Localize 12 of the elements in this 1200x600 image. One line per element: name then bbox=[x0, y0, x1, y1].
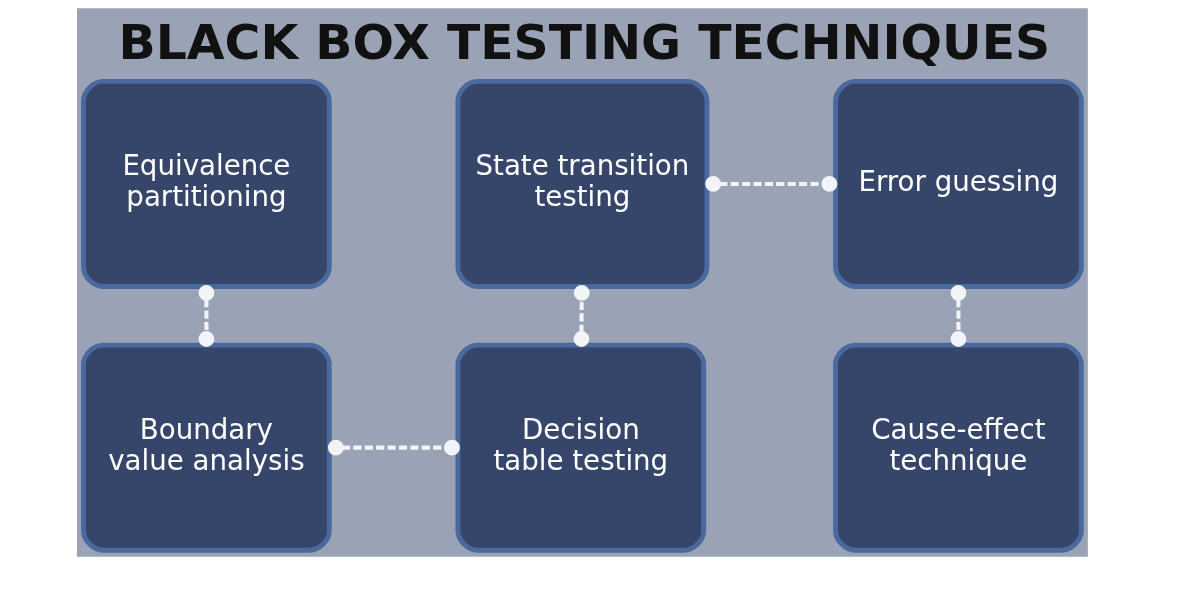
connector bbox=[327, 439, 460, 456]
connector bbox=[950, 284, 967, 347]
node-box: Cause-effect technique bbox=[833, 342, 1084, 553]
node-box: Equivalence partitioning bbox=[81, 78, 332, 289]
connector bbox=[573, 284, 590, 347]
node-box: State transition testing bbox=[455, 78, 710, 289]
connector bbox=[705, 176, 838, 192]
node-box: Boundary value analysis bbox=[81, 342, 332, 553]
node-box: Decision table testing bbox=[455, 342, 707, 553]
diagram-title: BLACK BOX TESTING TECHNIQUES bbox=[118, 13, 1051, 71]
node-box: Error guessing bbox=[833, 78, 1084, 289]
connector bbox=[198, 284, 215, 347]
